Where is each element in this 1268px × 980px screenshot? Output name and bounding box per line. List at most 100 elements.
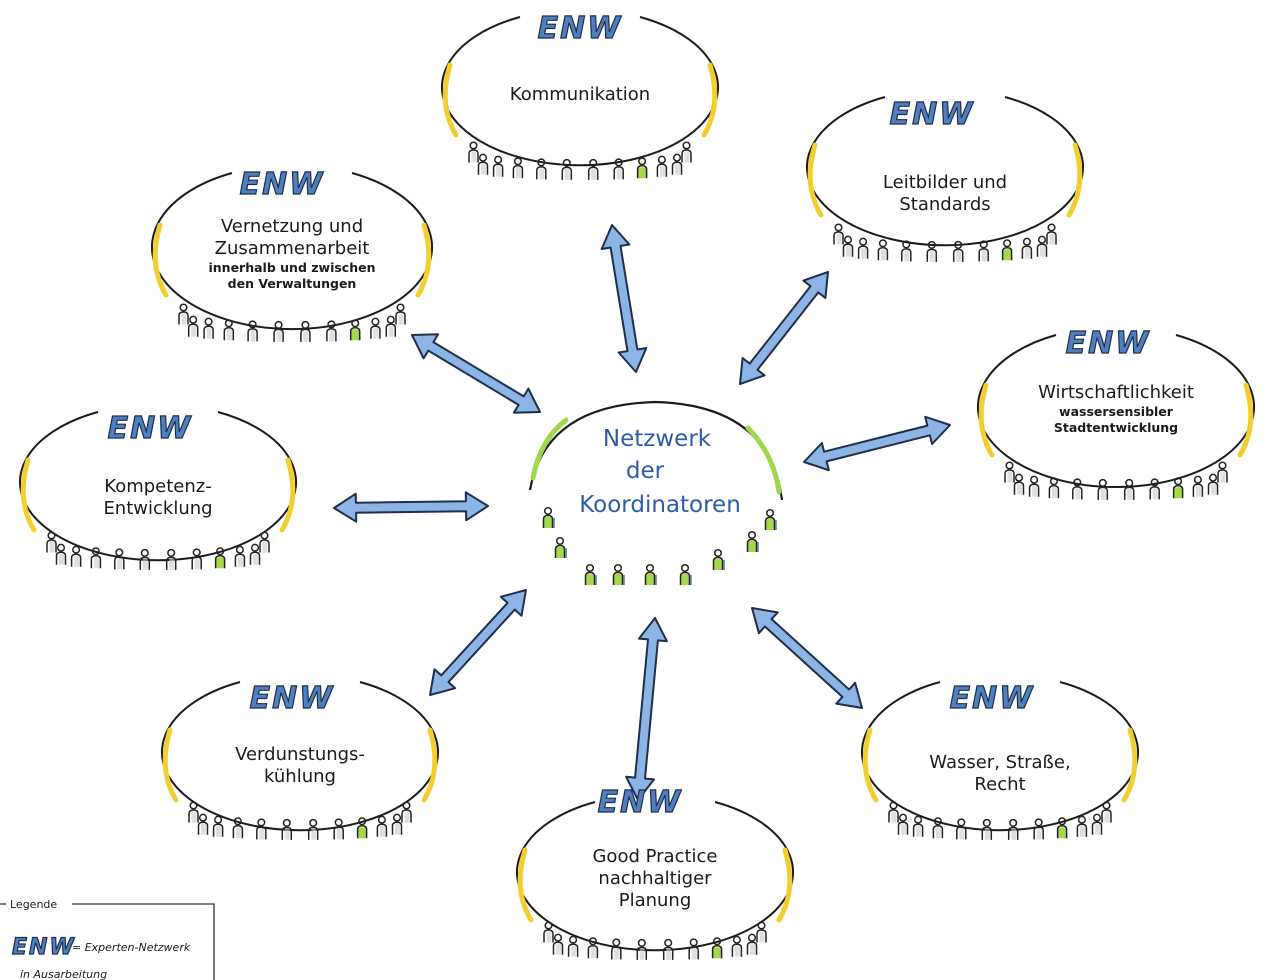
person-shadow: [142, 558, 148, 570]
person-icon: [223, 319, 235, 342]
person-icon: [978, 240, 989, 263]
person-highlight: [645, 574, 655, 585]
node-subtitle-line: Stadtentwicklung: [1054, 420, 1178, 435]
person-shadow: [929, 250, 935, 262]
legend-enw-symbol: ENW: [12, 935, 76, 960]
person-icon: [981, 818, 993, 841]
node-accent-left: [152, 222, 169, 298]
enw-label: ENW: [250, 681, 335, 716]
node-outline: [977, 334, 1255, 489]
person-shadow: [1011, 828, 1017, 840]
person-shadow: [181, 313, 187, 325]
legend: Legende ENW = Experten-Netzwerk in Ausar…: [0, 898, 215, 980]
person-icon: [842, 235, 854, 258]
node-title-line: Leitbilder und: [883, 172, 1007, 193]
person-shadow: [614, 948, 620, 960]
node-accent-right: [776, 847, 793, 923]
person-icon: [613, 158, 624, 181]
person-shadow: [515, 167, 521, 179]
person-icon: [1123, 478, 1135, 501]
person-icon: [897, 813, 909, 836]
double-arrow: [625, 617, 668, 801]
person-shadow: [1100, 488, 1106, 500]
person-icon: [552, 933, 564, 956]
person-shadow: [750, 943, 755, 955]
node-people: [178, 303, 406, 343]
coordinator-person-icon: [542, 506, 555, 529]
node-accent-right: [279, 457, 296, 533]
person-icon: [232, 817, 244, 840]
person-icon: [567, 935, 579, 958]
person-shadow: [191, 811, 197, 823]
person-icon: [401, 801, 412, 824]
person-shadow: [684, 151, 690, 163]
person-icon: [1033, 818, 1044, 841]
person-icon: [956, 818, 967, 841]
node-title-line: kühlung: [264, 766, 336, 787]
person-shadow: [539, 168, 545, 180]
enw-label: ENW: [890, 97, 975, 132]
person-icon: [395, 303, 406, 326]
person-shadow: [329, 330, 335, 342]
person-icon: [877, 239, 889, 262]
person-icon: [1056, 817, 1068, 840]
person-icon: [587, 158, 599, 181]
person-shadow: [226, 329, 232, 341]
coordinator-person-icon: [712, 548, 725, 571]
center-title-line-2: der: [626, 458, 665, 484]
person-icon: [711, 937, 723, 960]
person-shadow: [861, 247, 867, 259]
node-accent-left: [162, 727, 179, 803]
node-people: [46, 531, 270, 571]
node-accent-right: [415, 222, 432, 298]
person-icon: [543, 921, 554, 944]
person-shadow: [1040, 245, 1045, 257]
person-shadow: [194, 558, 200, 570]
person-shadow: [471, 151, 477, 163]
person-shadow: [639, 948, 645, 960]
person-shadow: [1032, 485, 1038, 497]
person-icon: [356, 817, 368, 840]
person-shadow: [546, 931, 552, 943]
person-icon: [932, 817, 944, 840]
person-shadow: [759, 931, 765, 943]
node-people: [543, 921, 767, 961]
person-icon: [247, 320, 258, 343]
person-highlight: [680, 574, 690, 585]
person-shadow: [388, 325, 394, 337]
double-arrow: [803, 415, 951, 472]
person-shadow: [1079, 825, 1085, 837]
person-shadow: [722, 560, 725, 570]
double-arrow: [739, 271, 829, 385]
coordinator-person-icon: [584, 563, 597, 586]
person-highlight: [215, 557, 225, 569]
person-shadow: [552, 518, 555, 528]
person-shadow: [734, 945, 740, 957]
person-icon: [1207, 473, 1219, 496]
person-shadow: [556, 943, 561, 955]
person-shadow: [654, 575, 657, 585]
coordinator-person-icon: [746, 530, 759, 553]
person-icon: [636, 938, 648, 961]
person-shadow: [916, 825, 922, 837]
person-shadow: [311, 828, 317, 840]
enw-label: ENW: [240, 167, 325, 202]
person-shadow: [891, 811, 897, 823]
node-title-line: Vernetzung und: [221, 216, 363, 237]
person-icon: [671, 153, 683, 176]
node-title-line: Planung: [619, 890, 692, 911]
person-icon: [681, 141, 692, 164]
person-icon: [636, 157, 648, 180]
node-subtitle-line: innerhalb und zwischen: [209, 260, 376, 275]
person-icon: [178, 303, 189, 326]
person-icon: [662, 938, 674, 961]
person-icon: [1097, 478, 1109, 501]
node-title-line: Verdunstungs-: [235, 744, 365, 765]
person-shadow: [594, 575, 597, 585]
